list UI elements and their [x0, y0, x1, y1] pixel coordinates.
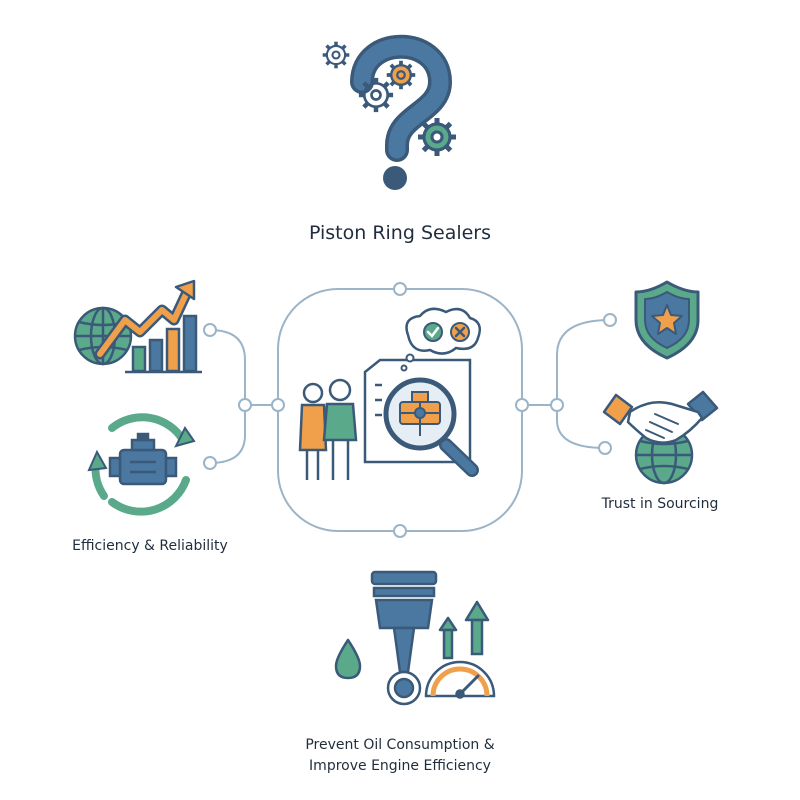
- handshake-globe-icon: [602, 390, 719, 485]
- connector-nodes: [203, 282, 617, 538]
- check-cross-bubble-icon: [400, 307, 481, 372]
- right-bracket: [556, 319, 611, 449]
- magnifier-icon: [383, 377, 479, 477]
- people-icon: [298, 378, 358, 480]
- trust-sourcing-label: Trust in Sourcing: [601, 496, 719, 512]
- shield-star-icon: [634, 280, 700, 360]
- engine-cycle-icon: [87, 413, 196, 516]
- piston-gauge-icon: [334, 570, 496, 706]
- diagram-title: Piston Ring Sealers: [308, 222, 492, 244]
- people-inspection-icon: [298, 307, 481, 480]
- prevent-oil-label: Prevent Oil Consumption & Improve Engine…: [260, 735, 540, 777]
- left-bracket: [209, 329, 246, 464]
- prevent-oil-label-line1: Prevent Oil Consumption &: [305, 737, 495, 753]
- question-gears-icon: [320, 34, 456, 190]
- globe-growth-chart-icon: [73, 279, 202, 374]
- prevent-oil-label-line2: Improve Engine Efficiency: [309, 758, 491, 774]
- efficiency-reliability-label: Efficiency & Reliability: [72, 538, 228, 554]
